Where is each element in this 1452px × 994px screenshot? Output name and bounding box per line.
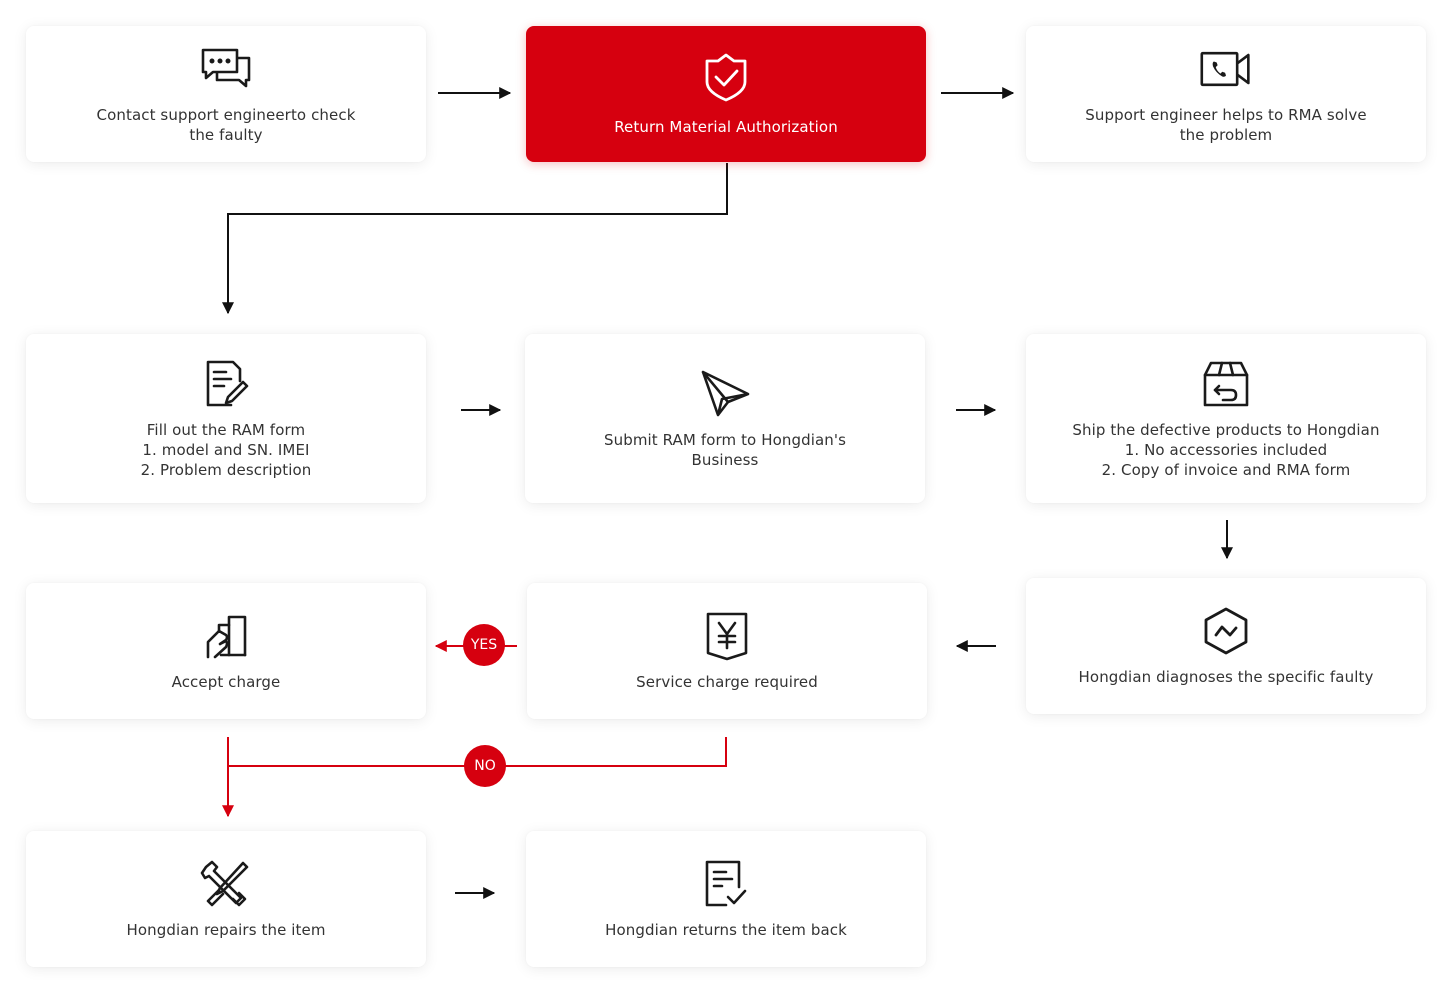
paper-plane-icon (697, 368, 753, 420)
step-return-item: Hongdian returns the item back (526, 831, 926, 967)
step-submit-form: Submit RAM form to Hongdian's Business (525, 334, 925, 503)
hand-chart-icon (198, 610, 254, 662)
return-box-icon (1198, 358, 1254, 410)
step-contact-support: Contact support engineerto check the fau… (26, 26, 426, 162)
step-diagnose-label: Hongdian diagnoses the specific faulty (1078, 668, 1374, 686)
yes-badge: YES (463, 624, 505, 666)
step-ship-products: Ship the defective products to Hongdian … (1026, 334, 1426, 503)
shield-check-icon (698, 51, 754, 103)
step-returns-label: Hongdian returns the item back (605, 921, 847, 939)
step-diagnose: Hongdian diagnoses the specific faulty (1026, 578, 1426, 714)
hexagon-pulse-icon (1198, 605, 1254, 657)
checklist-icon (698, 858, 754, 910)
yuan-receipt-icon (699, 610, 755, 662)
chat-bubbles-icon (198, 43, 254, 95)
form-edit-icon (198, 358, 254, 410)
step-accept-label: Accept charge (171, 673, 281, 691)
step-contact-label: Contact support engineerto check the fau… (96, 106, 356, 144)
step-rma: Return Material Authorization (526, 26, 926, 162)
step-charge-label: Service charge required (636, 673, 818, 691)
step-ship-label: Ship the defective products to Hongdian … (1072, 420, 1380, 479)
arrow-rma-to-fill (222, 163, 728, 315)
step-submit-label: Submit RAM form to Hongdian's Business (603, 430, 847, 469)
step-fill-label: Fill out the RAM form 1. model and SN. I… (140, 420, 312, 479)
step-repair-label: Hongdian repairs the item (126, 921, 326, 939)
video-call-icon (1198, 43, 1254, 95)
step-support-engineer: Support engineer helps to RMA solve the … (1026, 26, 1426, 162)
step-rma-label: Return Material Authorization (614, 118, 838, 136)
step-accept-charge: Accept charge (26, 583, 426, 719)
step-repair: Hongdian repairs the item (26, 831, 426, 967)
step-support-label: Support engineer helps to RMA solve the … (1085, 106, 1367, 144)
step-fill-form: Fill out the RAM form 1. model and SN. I… (26, 334, 426, 503)
tools-icon (198, 858, 254, 910)
step-service-charge: Service charge required (527, 583, 927, 719)
no-badge: NO (464, 745, 506, 787)
